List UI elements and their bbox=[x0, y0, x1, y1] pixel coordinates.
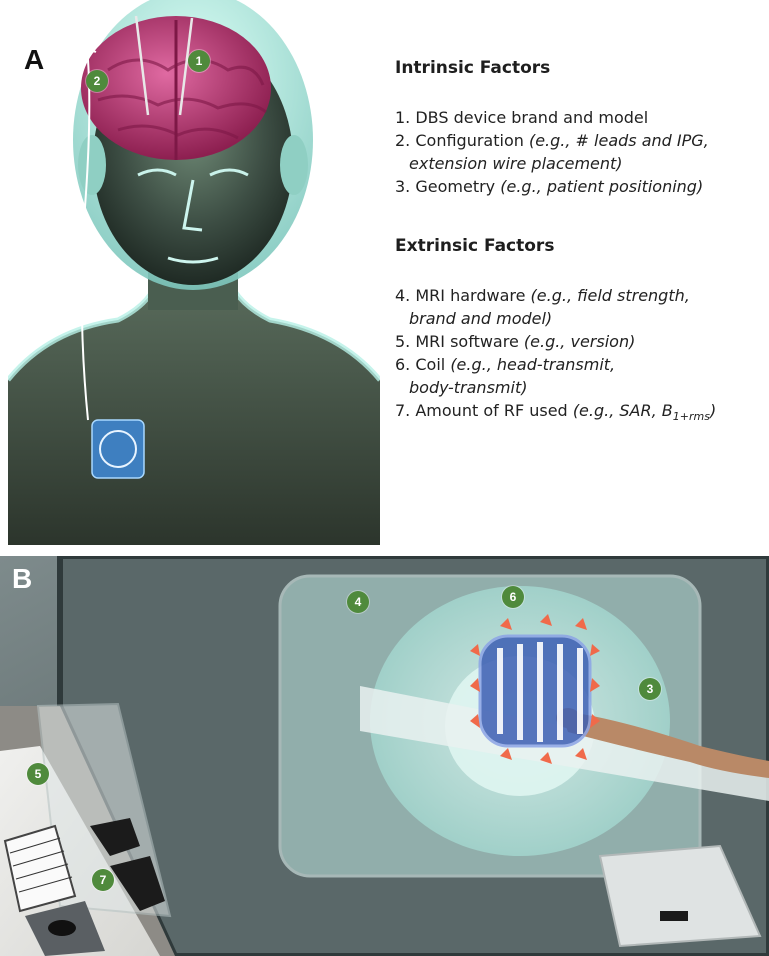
extrinsic-heading: Extrinsic Factors bbox=[395, 236, 765, 256]
subscript-label: 1+rms bbox=[673, 410, 710, 423]
intrinsic-list: 1. DBS device brand and model 2. Configu… bbox=[395, 106, 765, 198]
head-coil bbox=[480, 636, 590, 746]
badge-2: 2 bbox=[86, 70, 108, 92]
badge-6: 6 bbox=[502, 586, 524, 608]
badge-7: 7 bbox=[92, 869, 114, 891]
factors-text: Intrinsic Factors 1. DBS device brand an… bbox=[395, 58, 765, 428]
panel-label-b: B bbox=[12, 563, 32, 595]
panel-b-illustration bbox=[0, 556, 769, 956]
badge-3: 3 bbox=[639, 678, 661, 700]
badge-1: 1 bbox=[188, 50, 210, 72]
patient-head-illustration bbox=[8, 0, 380, 545]
panel-label-a: A bbox=[24, 44, 44, 76]
panel-a-illustration bbox=[8, 0, 380, 545]
mri-room-illustration bbox=[0, 556, 769, 956]
list-item: 7. Amount of RF used (e.g., SAR, B1+rms) bbox=[395, 399, 765, 428]
list-item: 5. MRI software (e.g., version) bbox=[395, 330, 765, 353]
list-item: 2. Configuration (e.g., # leads and IPG,… bbox=[395, 129, 765, 175]
list-item: 6. Coil (e.g., head-transmit, body-trans… bbox=[395, 353, 765, 399]
list-item: 4. MRI hardware (e.g., field strength, b… bbox=[395, 284, 765, 330]
intrinsic-heading: Intrinsic Factors bbox=[395, 58, 765, 78]
list-item: 1. DBS device brand and model bbox=[395, 106, 765, 129]
badge-5: 5 bbox=[27, 763, 49, 785]
extrinsic-list: 4. MRI hardware (e.g., field strength, b… bbox=[395, 284, 765, 428]
badge-4: 4 bbox=[347, 591, 369, 613]
list-item: 3. Geometry (e.g., patient positioning) bbox=[395, 175, 765, 198]
mouse bbox=[48, 920, 76, 936]
